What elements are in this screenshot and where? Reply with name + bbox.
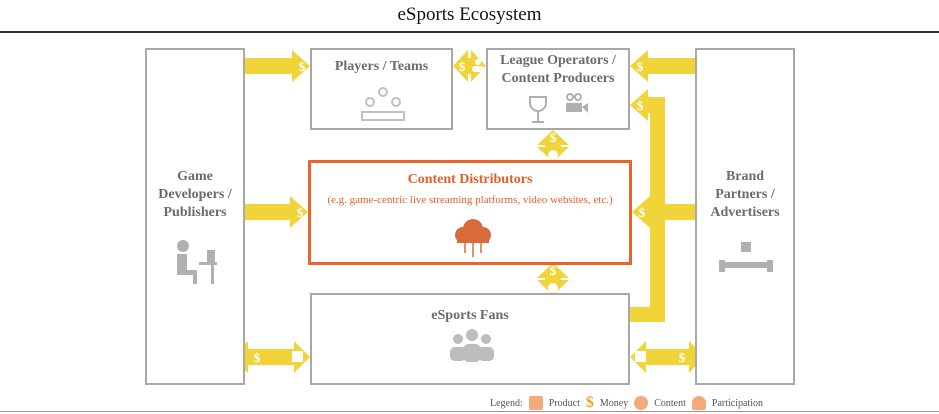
arrow-developers-to-distributors xyxy=(245,196,308,228)
arrow-developers-to-players xyxy=(245,50,310,82)
money-icon: $ xyxy=(637,59,644,74)
product-icon xyxy=(635,351,646,362)
brands-label: Brand Partners / Advertisers xyxy=(710,169,780,220)
handshake-icon xyxy=(719,242,773,272)
legend: Legend: Product $ Money Content Particip… xyxy=(490,394,763,412)
money-icon: $ xyxy=(637,98,644,113)
legend-label: Legend: xyxy=(490,397,523,409)
legend-item-money: Money xyxy=(599,397,629,409)
distributors-label: Content Distributors xyxy=(407,172,533,187)
fans-box: eSports Fans xyxy=(310,293,630,385)
participation-icon xyxy=(475,59,481,65)
content-icon xyxy=(548,150,558,160)
arrow-fans-to-league xyxy=(630,89,665,322)
league-label: League Operators / Content Producers xyxy=(500,53,616,86)
trophy-camera-icon xyxy=(529,93,588,123)
legend-item-participation: Participation xyxy=(711,397,763,409)
distributors-box: Content Distributors (e.g. game-centric … xyxy=(308,160,632,265)
developers-box: Game Developers / Publishers xyxy=(145,48,245,385)
product-icon xyxy=(528,396,543,410)
players-box: Players / Teams xyxy=(310,48,453,130)
content-icon xyxy=(548,283,558,293)
developers-label: Game Developers / Publishers xyxy=(158,169,232,220)
brands-box: Brand Partners / Advertisers xyxy=(695,48,795,385)
arrow-brands-to-distributors xyxy=(632,196,695,228)
participation-icon xyxy=(691,396,706,410)
crowd-icon xyxy=(450,329,494,362)
product-icon xyxy=(292,351,303,362)
content-icon xyxy=(634,396,649,410)
arrow-distributors-fans xyxy=(537,263,569,295)
money-icon: $ xyxy=(550,263,557,278)
league-box: League Operators / Content Producers xyxy=(486,48,630,130)
arrow-league-distributors xyxy=(537,130,569,162)
arrow-fans-brands xyxy=(630,341,705,373)
cloud-network-icon xyxy=(455,219,491,257)
money-icon: $ xyxy=(299,59,306,74)
money-icon: $ xyxy=(585,394,594,411)
players-label: Players / Teams xyxy=(334,59,429,74)
diagram-title: eSports Ecosystem xyxy=(397,4,542,25)
money-icon: $ xyxy=(679,350,686,365)
distributors-sublabel: (e.g. game-centric live streaming platfo… xyxy=(327,194,613,206)
money-icon: $ xyxy=(639,205,646,220)
money-icon: $ xyxy=(297,205,304,220)
money-icon: $ xyxy=(459,59,466,74)
arrow-developers-fans xyxy=(232,341,310,373)
legend-item-content: Content xyxy=(654,397,686,409)
fans-label: eSports Fans xyxy=(431,308,509,323)
top-rule xyxy=(0,31,939,33)
legend-item-product: Product xyxy=(548,397,580,409)
team-icon xyxy=(361,87,405,121)
money-icon: $ xyxy=(254,350,261,365)
arrow-brands-to-league xyxy=(630,50,695,82)
arrow-players-league xyxy=(453,50,486,82)
developer-at-desk-icon xyxy=(177,240,217,284)
bottom-rule xyxy=(0,411,939,412)
money-icon: $ xyxy=(550,130,557,145)
